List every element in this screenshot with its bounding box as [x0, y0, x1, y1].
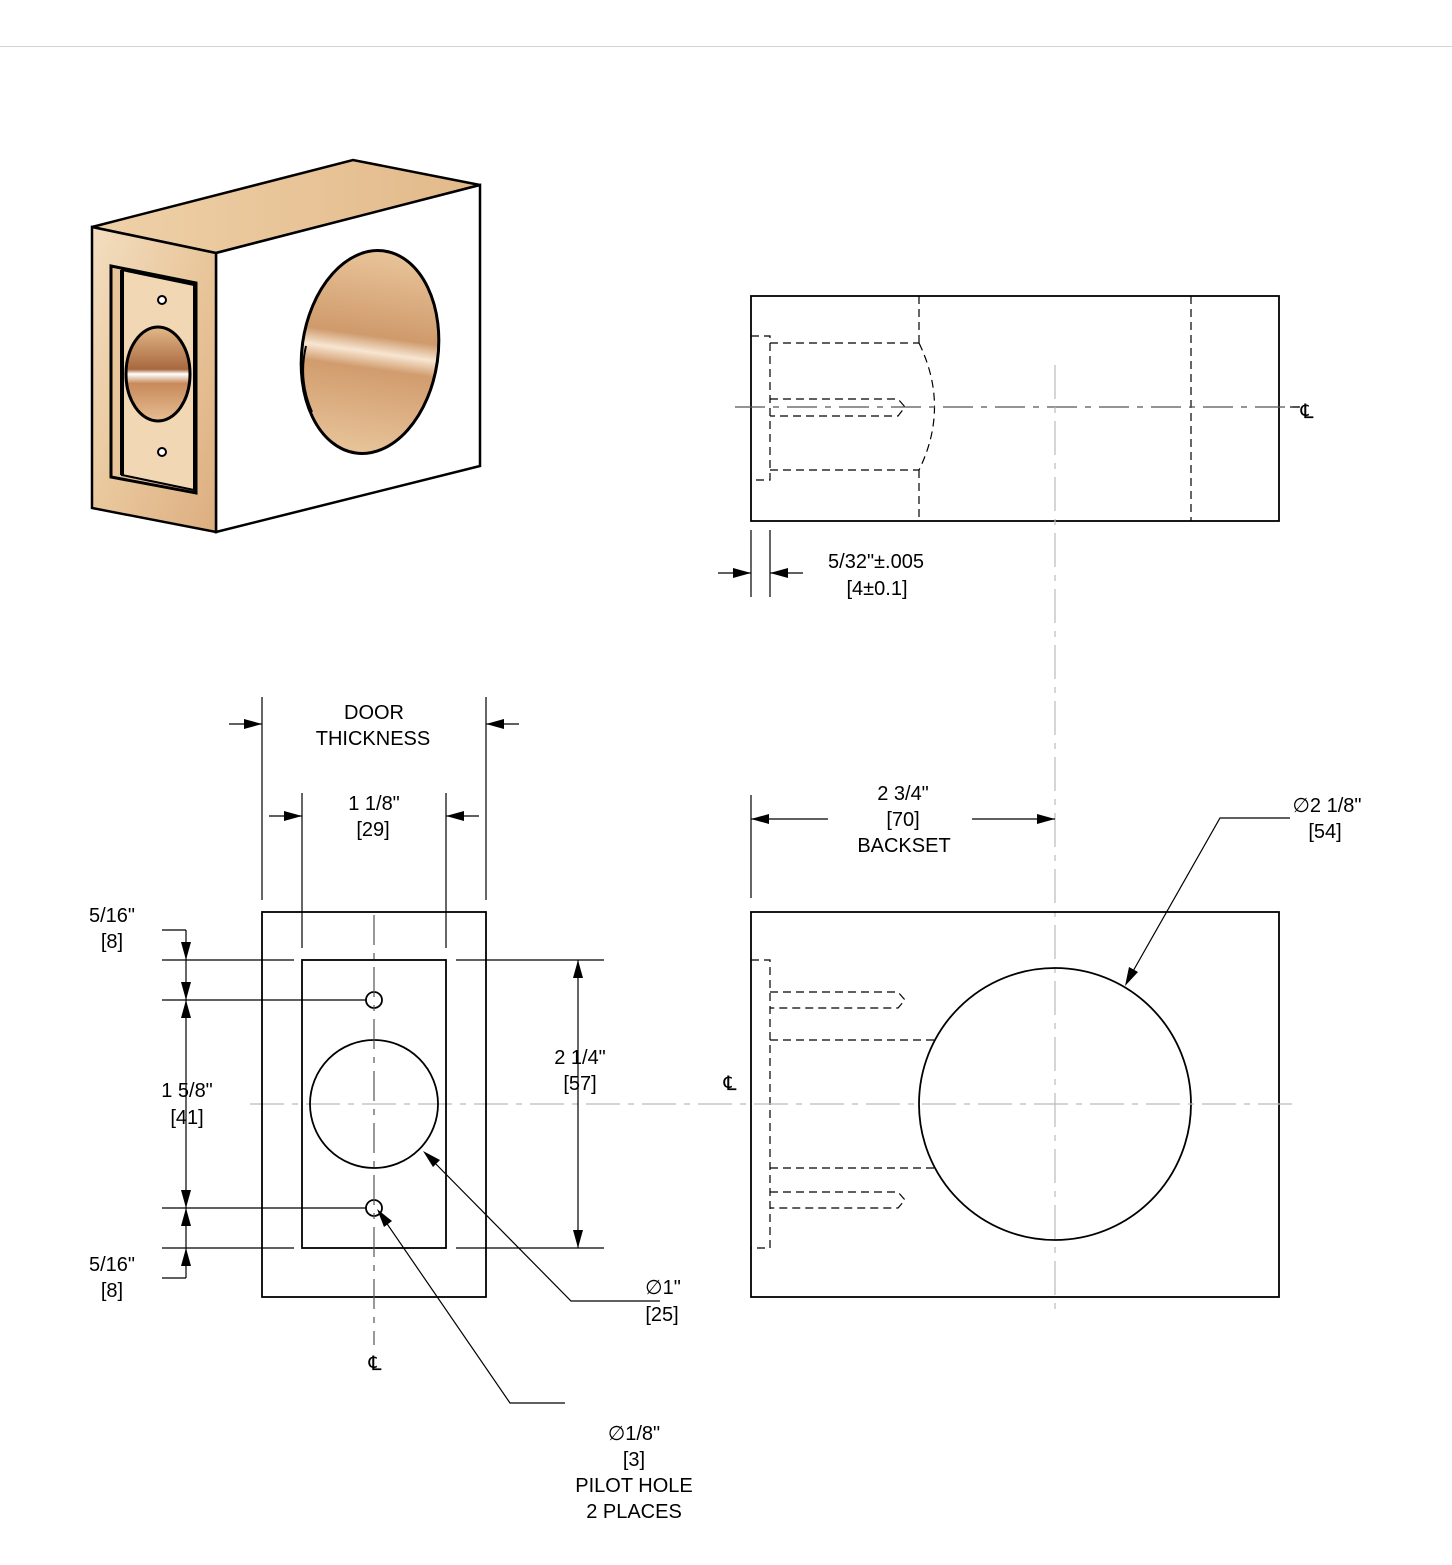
backset-label: BACKSET: [857, 835, 950, 857]
front-view: ℄ 2 3/4" [70] BACKSET ∅2 1/8" [54]: [250, 783, 1362, 1298]
hole-spacing-mm: [41]: [170, 1107, 203, 1129]
door-thickness-line2: THICKNESS: [316, 728, 430, 750]
plate-width-in: 1 1/8": [348, 793, 400, 815]
pilot-dia-in: ∅1/8": [608, 1423, 660, 1445]
hole-spacing-in: 1 5/8": [161, 1080, 213, 1102]
plate-height-mm: [57]: [563, 1073, 596, 1095]
bore-dia-mm: [54]: [1308, 821, 1341, 843]
mortise-depth-mm: [4±0.1]: [846, 578, 907, 600]
top-offset-mm: [8]: [101, 931, 123, 953]
door-thickness-line1: DOOR: [344, 702, 404, 724]
top-view-centerline-label: ℄: [1300, 401, 1314, 423]
top-view: ℄ 5/32"±.005 [4±0.1]: [718, 295, 1314, 600]
top-bar: [0, 0, 1452, 47]
latch-hole-dia-mm: [25]: [645, 1304, 678, 1326]
isometric-view: [90, 158, 482, 534]
backset-mm: [70]: [886, 809, 919, 831]
pilot-note-2: 2 PLACES: [586, 1501, 682, 1523]
iso-pilot-hole-bottom: [157, 447, 167, 457]
bottom-offset-in: 5/16": [89, 1254, 135, 1276]
iso-latch-hole: [124, 325, 192, 423]
iso-pilot-hole-top: [157, 295, 167, 305]
backset-in: 2 3/4": [877, 783, 929, 805]
mortise-depth-in: 5/32"±.005: [828, 551, 924, 573]
plate-width-mm: [29]: [356, 819, 389, 841]
bottom-offset-mm: [8]: [101, 1280, 123, 1302]
bore-dia-in: ∅2 1/8": [1292, 795, 1361, 817]
edge-view-centerline-label: ℄: [368, 1353, 382, 1375]
pilot-dia-mm: [3]: [623, 1449, 645, 1471]
top-offset-in: 5/16": [89, 905, 135, 927]
iso-bore-hole: [299, 249, 441, 455]
plate-height-in: 2 1/4": [554, 1047, 606, 1069]
edge-view: ℄ DOOR THICKNESS 1 1/8" [29] 2 1/4" [57]: [89, 697, 693, 1523]
top-view-outline: [750, 295, 1280, 522]
pilot-note-1: PILOT HOLE: [575, 1475, 692, 1497]
latch-hole-dia-in: ∅1": [645, 1277, 681, 1299]
front-view-centerline-label: ℄: [723, 1073, 737, 1095]
